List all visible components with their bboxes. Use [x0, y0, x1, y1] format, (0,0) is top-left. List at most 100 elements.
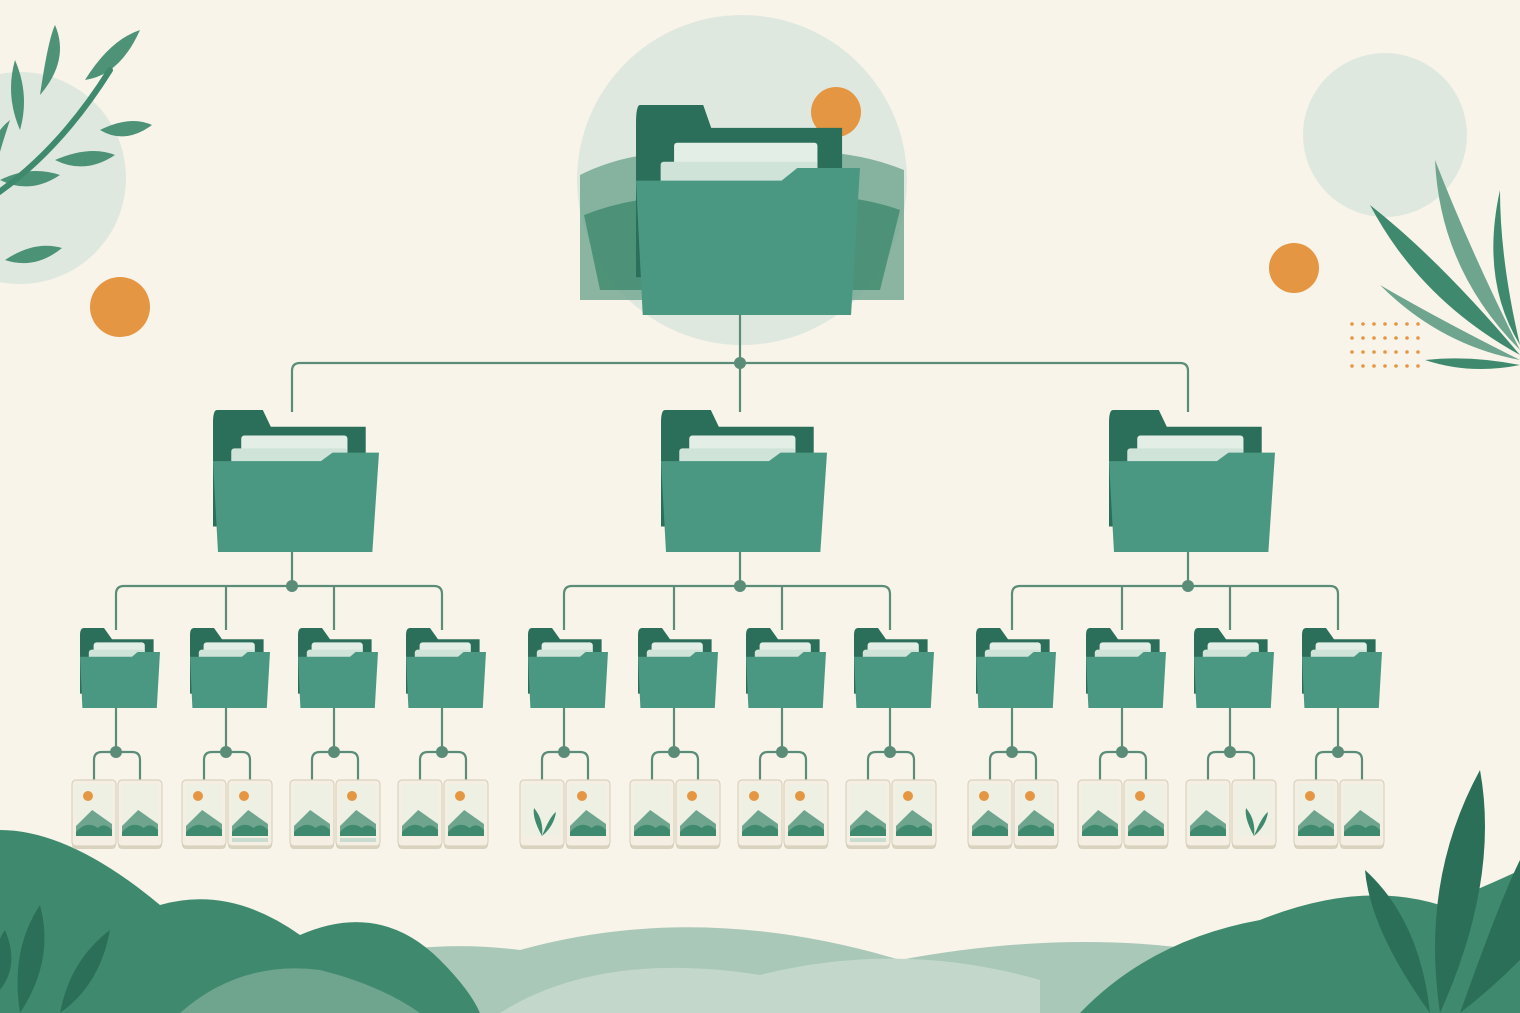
leaf-icon	[1425, 358, 1520, 369]
photo-icon	[891, 779, 937, 849]
subfolder-icon	[1302, 628, 1382, 708]
hill	[0, 830, 480, 1013]
sun-icon	[239, 791, 249, 801]
sun-icon	[687, 791, 697, 801]
sun-icon	[83, 791, 93, 801]
sun-icon	[1025, 791, 1035, 801]
photo-icon	[71, 779, 117, 849]
sun-icon	[795, 791, 805, 801]
leaf-icon	[1370, 205, 1520, 355]
rolling-hills	[0, 830, 1520, 1013]
leaf-icon	[11, 60, 24, 130]
leaf-icon	[1365, 870, 1430, 1013]
leaf-icon	[60, 930, 110, 1013]
photo-icon	[117, 779, 163, 849]
sun-icon	[903, 791, 913, 801]
connector-line	[418, 750, 468, 780]
connector-line	[1098, 750, 1148, 780]
photo-icon	[181, 779, 227, 849]
leaf-icon	[17, 905, 45, 1013]
sun-dot-icon	[1269, 243, 1319, 293]
photo-icon	[397, 779, 443, 849]
hill	[180, 968, 420, 1013]
hill	[500, 958, 1040, 1013]
photo-icon	[737, 779, 783, 849]
photo-icon	[289, 779, 335, 849]
photo-icon	[519, 779, 565, 849]
subfolder-icon	[854, 628, 934, 708]
sun-icon	[1305, 791, 1315, 801]
sun-icon	[979, 791, 989, 801]
photo-icon	[1293, 779, 1339, 849]
photo-icon	[629, 779, 675, 849]
leaf-icon	[40, 25, 60, 95]
connector-line	[988, 750, 1038, 780]
sun-icon	[749, 791, 759, 801]
sun-icon	[811, 87, 861, 137]
leaf-icon	[0, 120, 10, 152]
leaf-branch-icon	[0, 25, 152, 284]
photo-icon	[335, 779, 381, 849]
photo-icon	[967, 779, 1013, 849]
photo-icon	[845, 779, 891, 849]
connector-line	[202, 750, 252, 780]
photo-icon	[1013, 779, 1059, 849]
sun-icon	[1135, 791, 1145, 801]
photo-icon	[675, 779, 721, 849]
connector-line	[650, 750, 700, 780]
sun-icon	[193, 791, 203, 801]
leaf-icon	[0, 930, 12, 990]
leaf-icon	[55, 151, 115, 167]
connector-line	[562, 584, 892, 630]
photo-icon	[1185, 779, 1231, 849]
photo-icon	[783, 779, 829, 849]
subfolder-icon	[80, 628, 160, 708]
leaf-icon	[5, 245, 62, 264]
subfolder-icon	[1194, 628, 1274, 708]
leaf-icon	[0, 171, 60, 187]
connector-line	[758, 750, 808, 780]
leaf-cluster-icon	[1365, 770, 1520, 1013]
root-folder-icon	[636, 105, 860, 315]
connector-line	[1206, 750, 1256, 780]
leaf-cluster-icon	[1269, 53, 1520, 369]
category-folder-icon	[213, 410, 379, 552]
photo-icon	[1077, 779, 1123, 849]
dot-grid-icon	[1350, 322, 1420, 368]
connector-line	[310, 750, 360, 780]
subfolder-icon	[1086, 628, 1166, 708]
connector-line	[114, 584, 444, 630]
subfolder-icon	[746, 628, 826, 708]
subfolder-icon	[528, 628, 608, 708]
leaf-icon	[100, 121, 152, 137]
subfolder-icon	[406, 628, 486, 708]
subfolder-icon	[190, 628, 270, 708]
photo-icon	[227, 779, 273, 849]
sun-icon	[347, 791, 357, 801]
category-folder-icon	[661, 410, 827, 552]
connector-line	[540, 750, 590, 780]
category-folder-icon	[1109, 410, 1275, 552]
leaf-icon	[1460, 860, 1520, 1013]
subfolder-icon	[298, 628, 378, 708]
photo-icon	[1339, 779, 1385, 849]
leaf-icon	[1493, 190, 1520, 345]
connector-line	[1314, 750, 1364, 780]
photo-icon	[1231, 779, 1277, 849]
subfolder-icon	[638, 628, 718, 708]
connector-line	[866, 750, 916, 780]
sun-dot-icon	[90, 277, 150, 337]
photo-icon	[1123, 779, 1169, 849]
leaf-icon	[85, 30, 140, 80]
connector-line	[1010, 584, 1340, 630]
subfolder-icon	[976, 628, 1056, 708]
leaf-icon	[1435, 770, 1485, 1013]
pale-circle	[1303, 53, 1467, 217]
sun-icon	[455, 791, 465, 801]
photo-icon	[565, 779, 611, 849]
pale-circle	[0, 72, 126, 284]
photo-icon	[443, 779, 489, 849]
sun-icon	[577, 791, 587, 801]
